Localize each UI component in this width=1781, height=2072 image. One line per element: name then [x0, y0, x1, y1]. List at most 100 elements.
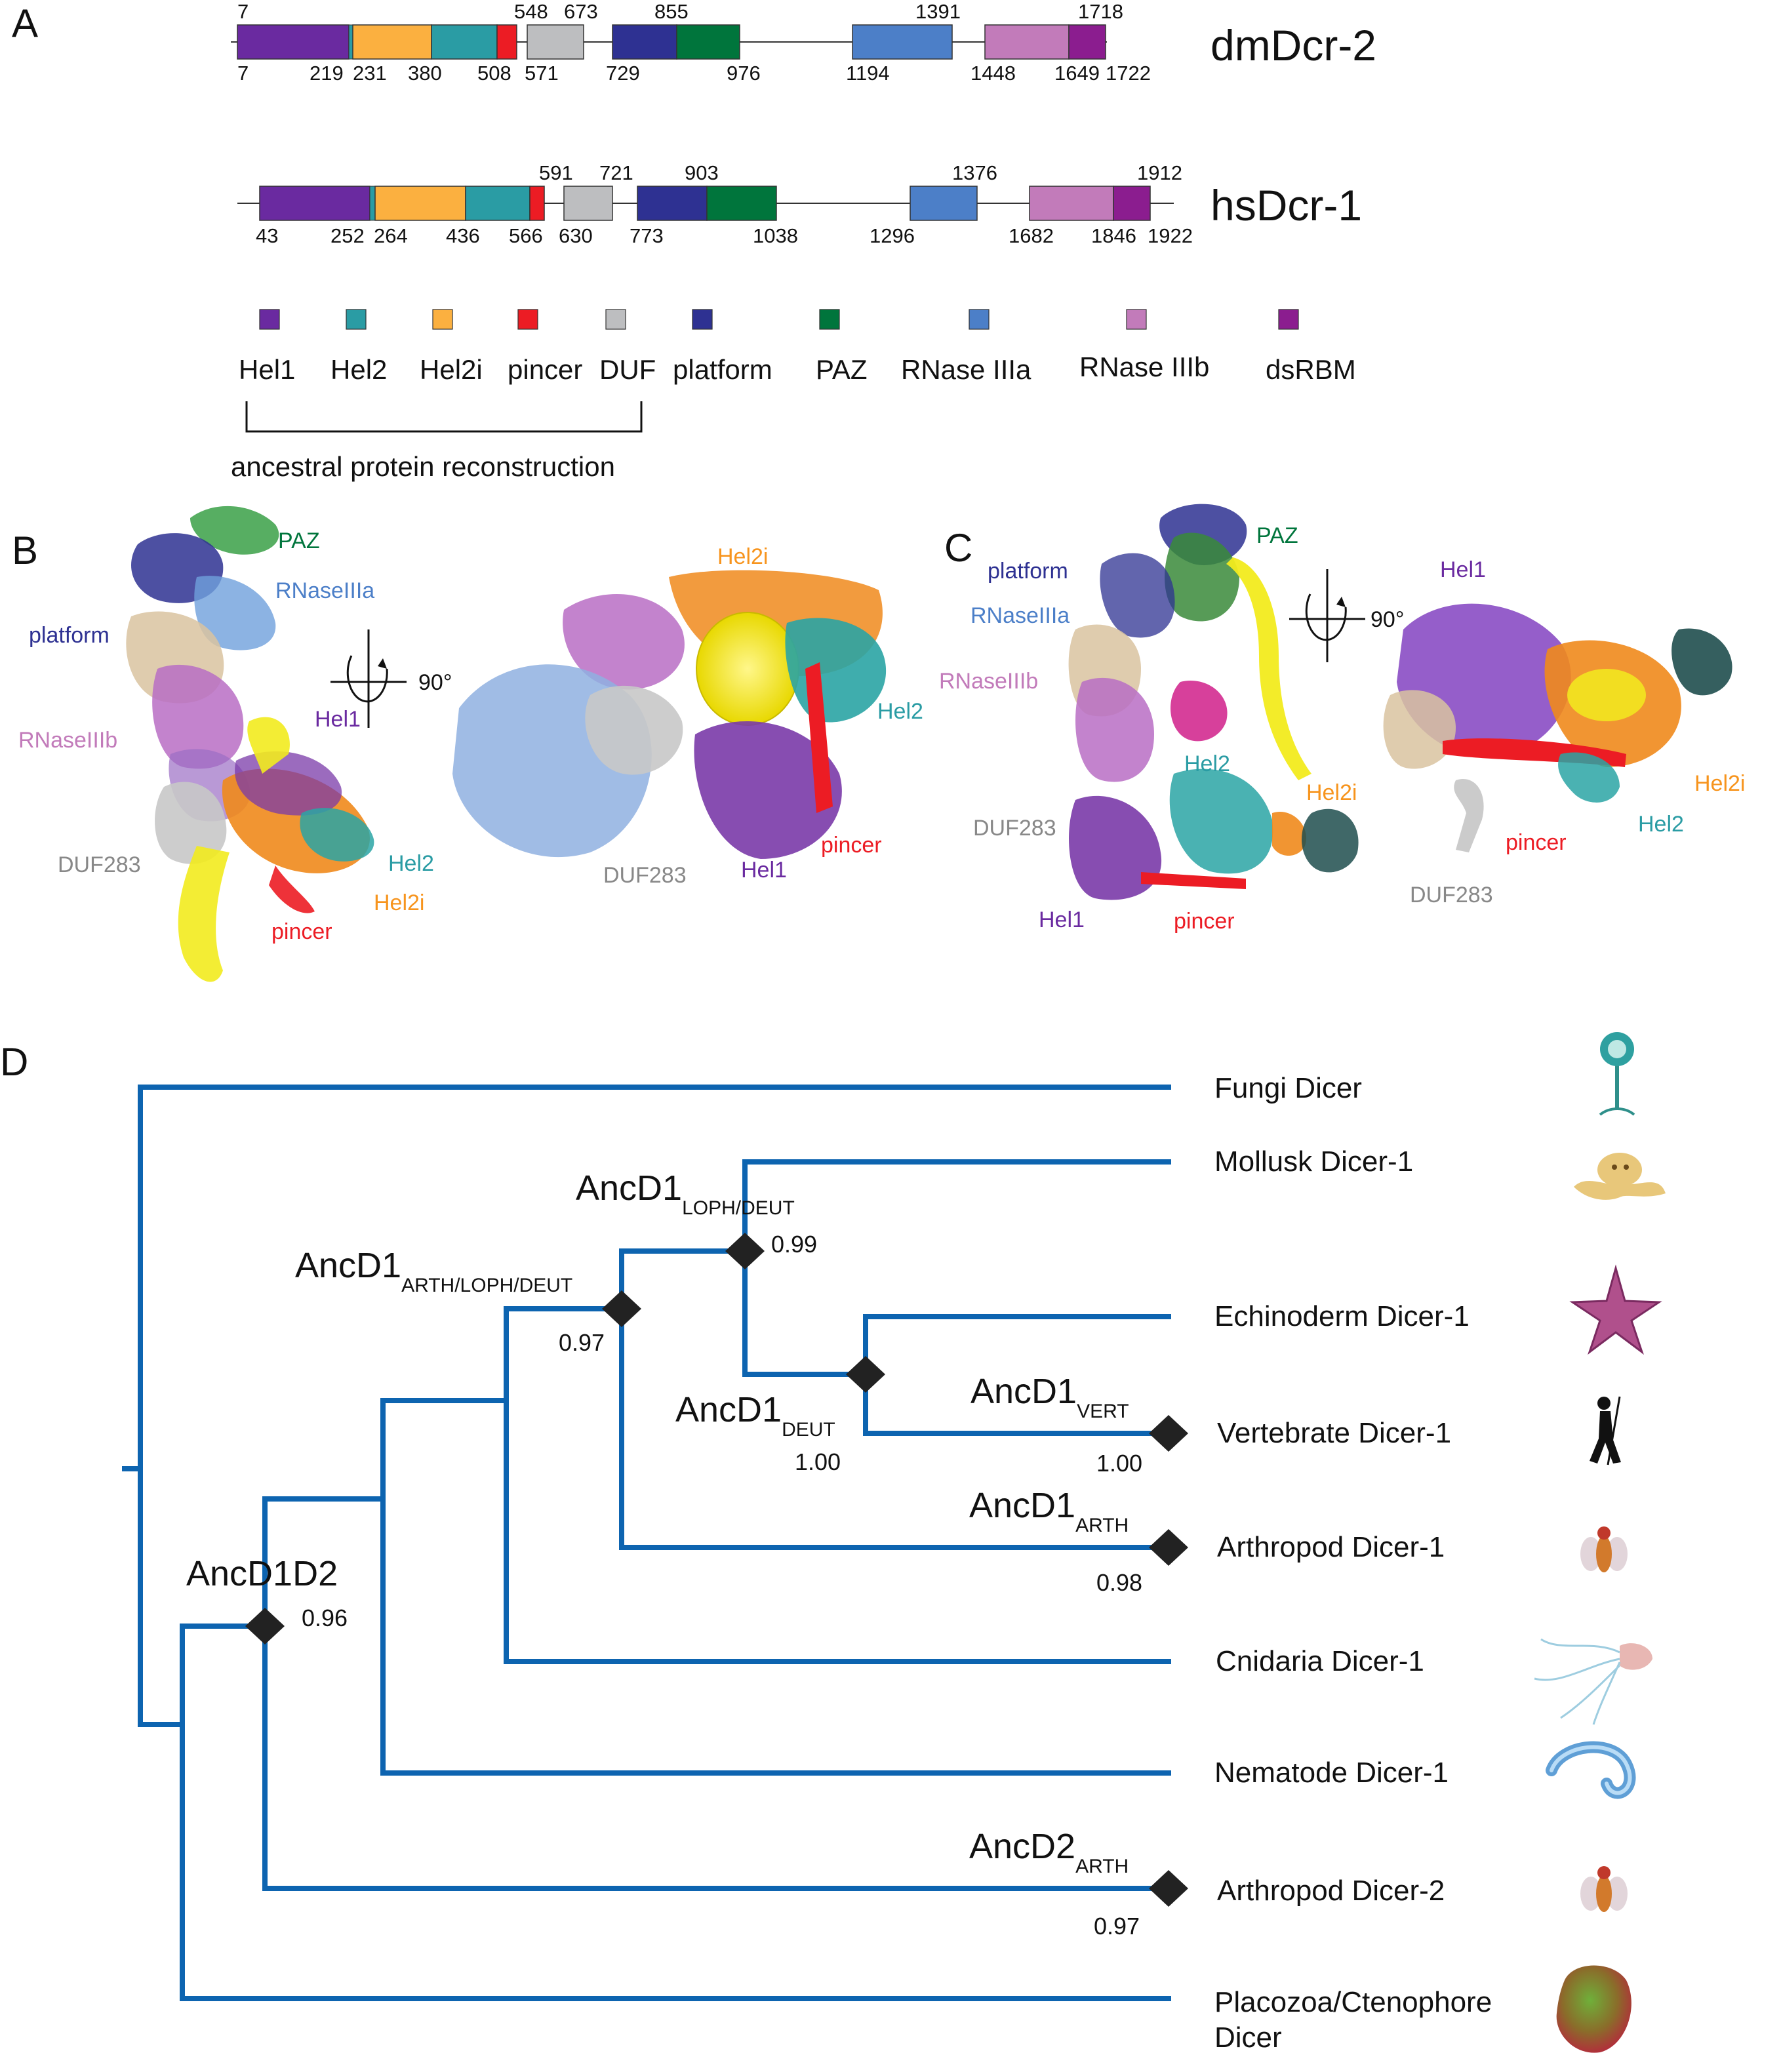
taxon-label-fungi: Fungi Dicer	[1214, 1072, 1362, 1104]
organism-icons	[1534, 1032, 1666, 2053]
legend-label-hel1: Hel1	[239, 354, 295, 385]
jellyfish-icon	[1534, 1638, 1652, 1725]
hsdcr1-bottom-label: 252	[330, 224, 365, 247]
dmdcr2-top-label: 855	[654, 0, 689, 23]
dmdcr2-hel1-domain	[237, 24, 350, 60]
struct-c-label-platform: platform	[988, 559, 1068, 584]
taxon-labels: Fungi Dicer Mollusk Dicer-1 Echinoderm D…	[1214, 1072, 1492, 2054]
struct-c-label-rnase3b: RNaseIIIb	[939, 669, 1038, 694]
hsdcr1-bottom-label: 1296	[870, 224, 915, 247]
hsdcr1-bottom-label: 773	[630, 224, 664, 247]
taxon-label-arthropod-d2: Arthropod Dicer-2	[1217, 1875, 1445, 1907]
node-support-ancd1-arth: 0.98	[1096, 1569, 1142, 1596]
node-support-ancd1-vert: 1.00	[1096, 1450, 1142, 1477]
worm-icon	[1546, 1741, 1636, 1799]
struct-c-label-hel2i: Hel2i	[1306, 780, 1357, 805]
node-support-ancd1-deut: 1.00	[795, 1448, 841, 1475]
dmdcr2-bottom-label: 508	[477, 62, 511, 85]
structure-b-top-view: Hel2i Hel2 pincer Hel1 DUF283	[452, 544, 923, 888]
node-label-ancd1-arth-loph-deut: AncD1ARTH/LOPH/DEUT	[295, 1246, 572, 1296]
hsdcr1-bottom-label: 1922	[1148, 224, 1193, 247]
struct-c-label-hel2: Hel2	[1184, 751, 1230, 776]
struct-c2-label-duf283: DUF283	[1410, 883, 1493, 907]
struct-b-label-platform: platform	[29, 623, 110, 648]
legend-swatch-pincer	[517, 309, 538, 330]
hsdcr1-name: hsDcr-1	[1211, 181, 1362, 229]
taxon-label-arthropod-d1: Arthropod Dicer-1	[1217, 1531, 1445, 1563]
dmdcr2-rnase3a-domain	[852, 24, 953, 60]
struct-c-label-rnase3a: RNaseIIIa	[971, 603, 1070, 628]
taxon-label-nematode: Nematode Dicer-1	[1214, 1757, 1449, 1789]
dmdcr2-top-label: 548	[514, 0, 548, 23]
hsdcr1-linker	[369, 186, 376, 221]
domain-legend: Hel1 Hel2 Hel2i pincer DUF platform PAZ …	[231, 309, 1356, 482]
struct-b2-label-hel2: Hel2	[877, 699, 923, 724]
legend-swatch-hel1	[259, 309, 280, 330]
dmdcr2-bottom-label: 1448	[971, 62, 1016, 85]
legend-label-dsrbm: dsRBM	[1266, 354, 1356, 385]
node-label-ancd1-arth: AncD1ARTH	[969, 1486, 1129, 1536]
legend-label-duf: DUF	[599, 354, 656, 385]
panel-label-c: C	[944, 526, 972, 570]
struct-b-label-rnase3a: RNaseIIIa	[275, 578, 374, 603]
node-marker-ancd2-arth	[1149, 1870, 1188, 1907]
struct-c2-label-hel1: Hel1	[1440, 557, 1486, 582]
struct-c2-label-pincer: pincer	[1506, 830, 1567, 855]
legend-swatch-duf	[605, 309, 626, 330]
hsdcr1-bottom-label: 264	[374, 224, 408, 247]
panel-label-a: A	[12, 1, 38, 45]
struct-c-label-duf283: DUF283	[973, 816, 1056, 841]
struct-b2-label-duf283: DUF283	[603, 863, 687, 888]
hsdcr1-paz-domain	[706, 186, 777, 221]
phylogenetic-tree	[122, 1085, 1171, 2001]
node-support-ancd1-arth-loph-deut: 0.97	[559, 1329, 605, 1356]
struct-c-label-paz: PAZ	[1256, 523, 1298, 548]
node-label-ancd1-deut: AncD1DEUT	[675, 1390, 835, 1441]
node-marker-ancd1-vert	[1149, 1415, 1188, 1452]
structure-c-top-view: Hel1 Hel2i pincer Hel2 DUF283	[1383, 557, 1745, 907]
legend-swatch-platform	[692, 309, 713, 330]
panel-label-b: B	[12, 528, 38, 572]
hsdcr1-hel2i-domain	[374, 186, 466, 221]
struct-b-label-pincer: pincer	[271, 919, 332, 944]
hsdcr1-top-label: 721	[599, 161, 633, 184]
hsdcr1-pincer-domain	[529, 186, 545, 221]
dmdcr2-dsrbm-domain	[1068, 24, 1106, 60]
human-walker-icon	[1590, 1396, 1621, 1465]
hsdcr1-bottom-label: 436	[446, 224, 480, 247]
dmdcr2-rnase3b-domain	[984, 24, 1070, 60]
node-support-ancd1-loph-deut: 0.99	[771, 1231, 817, 1258]
taxon-label-placozoa-line2: Dicer	[1214, 2022, 1282, 2054]
taxon-label-mollusk: Mollusk Dicer-1	[1214, 1146, 1413, 1178]
struct-b-label-hel2: Hel2	[388, 851, 434, 876]
node-marker-ancd1d2	[245, 1608, 285, 1644]
struct-b2-label-pincer: pincer	[821, 833, 882, 858]
legend-label-hel2: Hel2	[330, 354, 387, 385]
legend-label-paz: PAZ	[816, 354, 868, 385]
hsdcr1-duf-domain	[563, 186, 613, 221]
fly-icon	[1580, 1866, 1628, 1912]
struct-c2-label-hel2: Hel2	[1638, 812, 1684, 837]
struct-b-label-hel2i: Hel2i	[374, 890, 424, 915]
struct-b2-label-hel1: Hel1	[741, 858, 787, 883]
hsdcr1-hel2-domain	[465, 186, 530, 221]
hsdcr1-top-label: 1912	[1137, 161, 1182, 184]
structure-c-side-view: PAZ platform RNaseIIIa RNaseIIIb Hel2 He…	[939, 504, 1359, 934]
node-support-ancd2-arth: 0.97	[1094, 1913, 1140, 1940]
dmdcr2-bottom-label: 729	[606, 62, 640, 85]
hsdcr1-rnase3a-domain	[910, 186, 978, 221]
struct-b-label-hel1: Hel1	[315, 707, 361, 732]
legend-swatch-rnase3a	[969, 309, 990, 330]
legend-swatch-dsrbm	[1278, 309, 1299, 330]
legend-label-hel2i: Hel2i	[420, 354, 483, 385]
struct-c-label-pincer: pincer	[1174, 909, 1235, 934]
struct-b2-label-hel2i: Hel2i	[717, 544, 768, 569]
struct-b-label-rnase3b: RNaseIIIb	[18, 728, 117, 753]
hsdcr1-bottom-label: 1846	[1091, 224, 1136, 247]
hsdcr1-bottom-label: 43	[256, 224, 278, 247]
dmdcr2-paz-domain	[676, 24, 740, 60]
hsdcr1-top-label: 591	[539, 161, 573, 184]
dmdcr2-bottom-label: 976	[727, 62, 761, 85]
dmdcr2-bottom-label: 1722	[1106, 62, 1151, 85]
rotation-arrow-b: 90°	[330, 629, 452, 728]
